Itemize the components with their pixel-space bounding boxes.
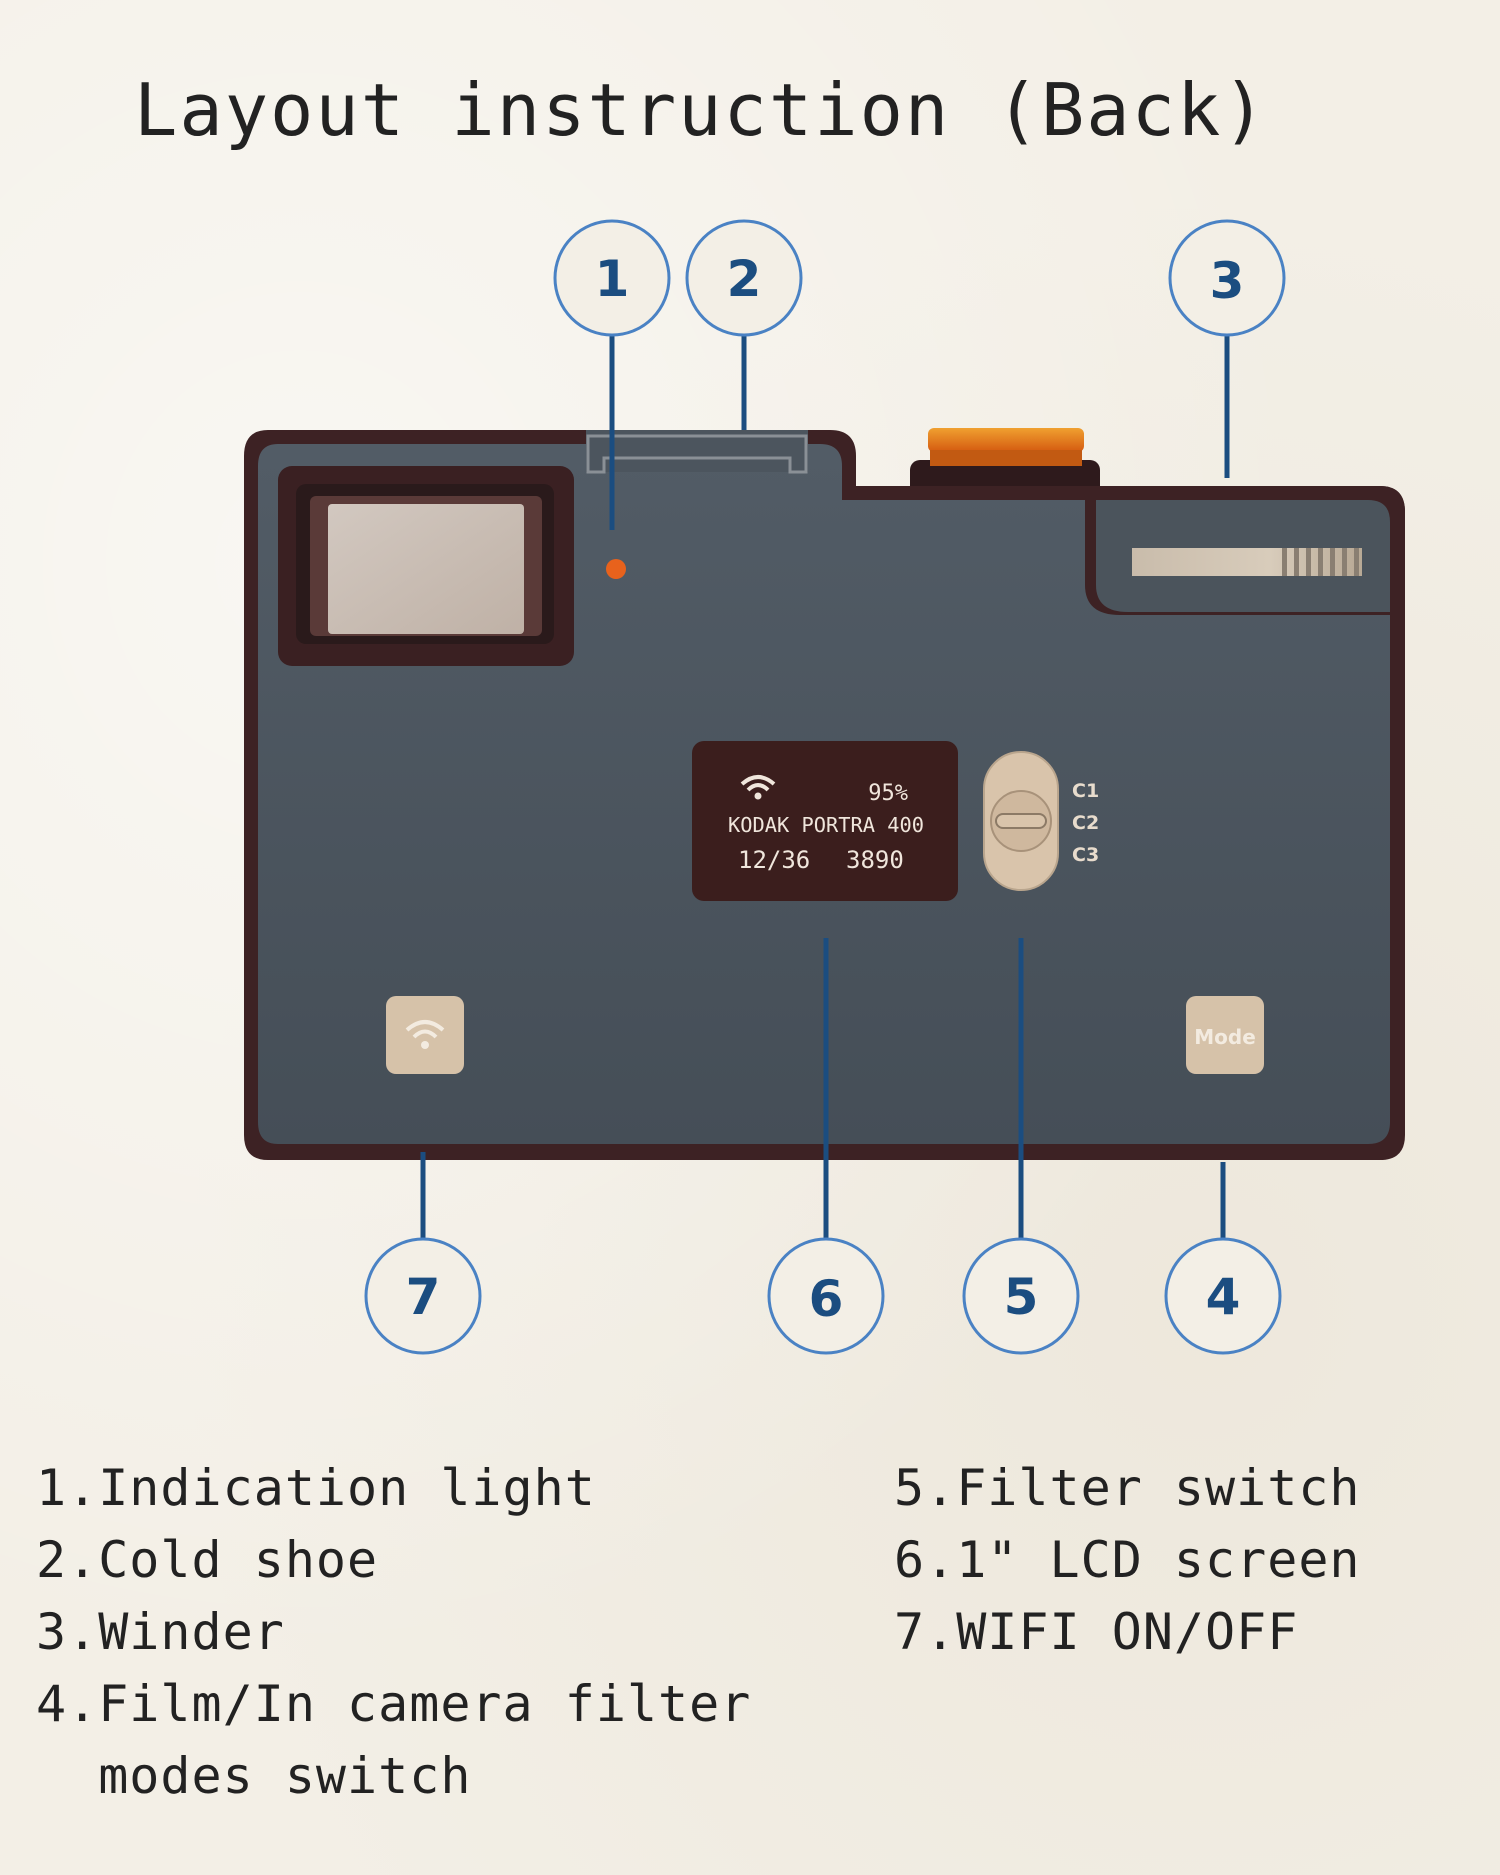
callout-5: 5 bbox=[1004, 1268, 1039, 1326]
filter-switch[interactable] bbox=[983, 751, 1059, 891]
wifi-status-icon bbox=[740, 775, 776, 800]
legend-left: 1.Indication light 2.Cold shoe 3.Winder … bbox=[36, 1452, 751, 1812]
callout-1: 1 bbox=[595, 250, 630, 308]
callout-2: 2 bbox=[727, 250, 762, 308]
lcd-shutter: 3890 bbox=[846, 846, 904, 874]
mode-label: Mode bbox=[1194, 1025, 1256, 1049]
filter-c2-label: C2 bbox=[1072, 812, 1099, 834]
page-title: Layout instruction (Back) bbox=[134, 68, 1268, 152]
top-dial-icon bbox=[928, 428, 1084, 452]
callout-7: 7 bbox=[406, 1268, 441, 1326]
legend-item-2: 2.Cold shoe bbox=[36, 1531, 379, 1589]
wifi-button[interactable] bbox=[386, 996, 464, 1074]
winder bbox=[1085, 486, 1405, 615]
callout-circles bbox=[364, 219, 1286, 1355]
lcd-screen: 95% KODAK PORTRA 400 12/36 3890 bbox=[692, 741, 958, 901]
cold-shoe bbox=[586, 430, 808, 474]
callout-6: 6 bbox=[809, 1270, 844, 1328]
viewfinder bbox=[278, 466, 574, 666]
legend-item-3: 3.Winder bbox=[36, 1603, 285, 1661]
legend-item-4: 4.Film/In camera filter bbox=[36, 1675, 752, 1733]
filter-c3-label: C3 bbox=[1072, 844, 1099, 866]
legend-item-5: 5.Filter switch bbox=[894, 1459, 1361, 1517]
wifi-icon bbox=[405, 1020, 445, 1049]
legend-item-4-cont: modes switch bbox=[36, 1747, 472, 1805]
lcd-battery: 95% bbox=[868, 781, 908, 806]
mode-button[interactable]: Mode bbox=[1186, 996, 1264, 1074]
lcd-film: KODAK PORTRA 400 bbox=[728, 813, 924, 837]
legend-item-6: 6.1" LCD screen bbox=[894, 1531, 1361, 1589]
legend-item-1: 1.Indication light bbox=[36, 1459, 596, 1517]
lcd-frames: 12/36 bbox=[738, 846, 810, 874]
filter-c1-label: C1 bbox=[1072, 780, 1099, 802]
legend-right: 5.Filter switch 6.1" LCD screen 7.WIFI O… bbox=[894, 1452, 1361, 1668]
callout-lines bbox=[420, 336, 1230, 1238]
camera-body: 95% KODAK PORTRA 400 12/36 3890 C1 C2 C3 bbox=[244, 428, 1405, 1160]
callout-4: 4 bbox=[1206, 1268, 1241, 1326]
legend-item-7: 7.WIFI ON/OFF bbox=[894, 1603, 1299, 1661]
callout-3: 3 bbox=[1210, 252, 1245, 310]
indication-light-icon bbox=[606, 559, 626, 579]
